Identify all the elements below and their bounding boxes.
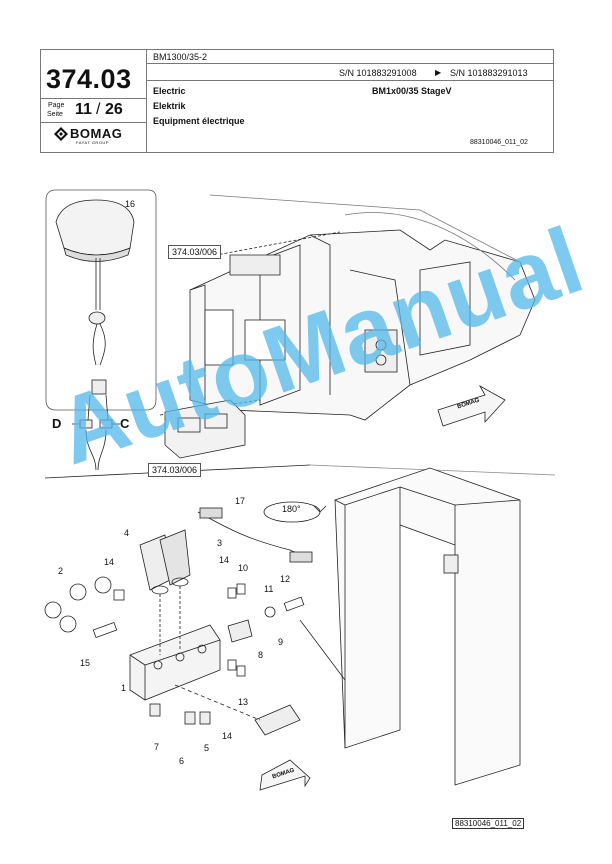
part-number: 1 <box>121 683 127 693</box>
part-number: 5 <box>204 743 210 753</box>
brand-name: BOMAG <box>70 126 123 141</box>
title-en: Electric <box>153 86 186 96</box>
part-number: 9 <box>278 637 284 647</box>
serial-arrow-icon: ▶ <box>435 68 442 77</box>
rotation-angle: 180° <box>282 504 301 514</box>
title-block-rule <box>40 122 146 123</box>
drawing-ref: 88310046_011_02 <box>470 139 528 146</box>
page-separator: / <box>96 101 101 118</box>
part-number: 14 <box>104 557 115 567</box>
title-block-rule <box>40 98 146 99</box>
part-number: 17 <box>235 496 246 506</box>
part-number: 4 <box>124 528 130 538</box>
reference-callout[interactable]: 374.03/006 <box>168 245 222 259</box>
part-number: 14 <box>219 555 230 565</box>
title-block-rule <box>146 80 554 81</box>
part-number: 10 <box>238 563 249 573</box>
page-label-en: Page <box>48 102 65 109</box>
part-number: 16 <box>125 199 136 209</box>
part-number: 13 <box>238 697 249 707</box>
part-number: 11 <box>264 584 274 594</box>
footer-drawing-id: 88310046_011_02 <box>452 818 525 829</box>
title-de: Elektrik <box>153 101 186 111</box>
part-number: 6 <box>179 756 185 766</box>
part-number: 12 <box>280 574 291 584</box>
part-number: 7 <box>154 742 160 752</box>
brand-subtitle: FAYAT GROUP <box>76 140 109 145</box>
page-number: 374.03 <box>46 64 132 94</box>
serial-from: S/N 101883291008 <box>339 68 417 78</box>
part-number: 2 <box>58 566 64 576</box>
bomag-logo-icon <box>54 127 68 141</box>
reference-callout[interactable]: 374.03/006 <box>148 463 202 477</box>
connector-label-c: C <box>120 416 130 431</box>
title-block-rule <box>146 63 554 64</box>
serial-to: S/N 101883291013 <box>450 68 528 78</box>
page-total: 26 <box>105 101 123 118</box>
title-fr: Equipment électrique <box>153 116 245 126</box>
page-label-de: Seite <box>47 111 63 118</box>
part-number: 14 <box>222 731 233 741</box>
part-number: 3 <box>217 538 223 548</box>
connector-label-d: D <box>52 416 62 431</box>
title-block-divider <box>146 49 147 153</box>
part-number: 8 <box>258 650 264 660</box>
page-current: 11 <box>75 101 92 118</box>
model-name: BM1300/35-2 <box>153 52 208 62</box>
part-number: 15 <box>80 658 91 668</box>
title-block <box>40 49 554 153</box>
variant-label: BM1x00/35 StageV <box>372 86 452 96</box>
